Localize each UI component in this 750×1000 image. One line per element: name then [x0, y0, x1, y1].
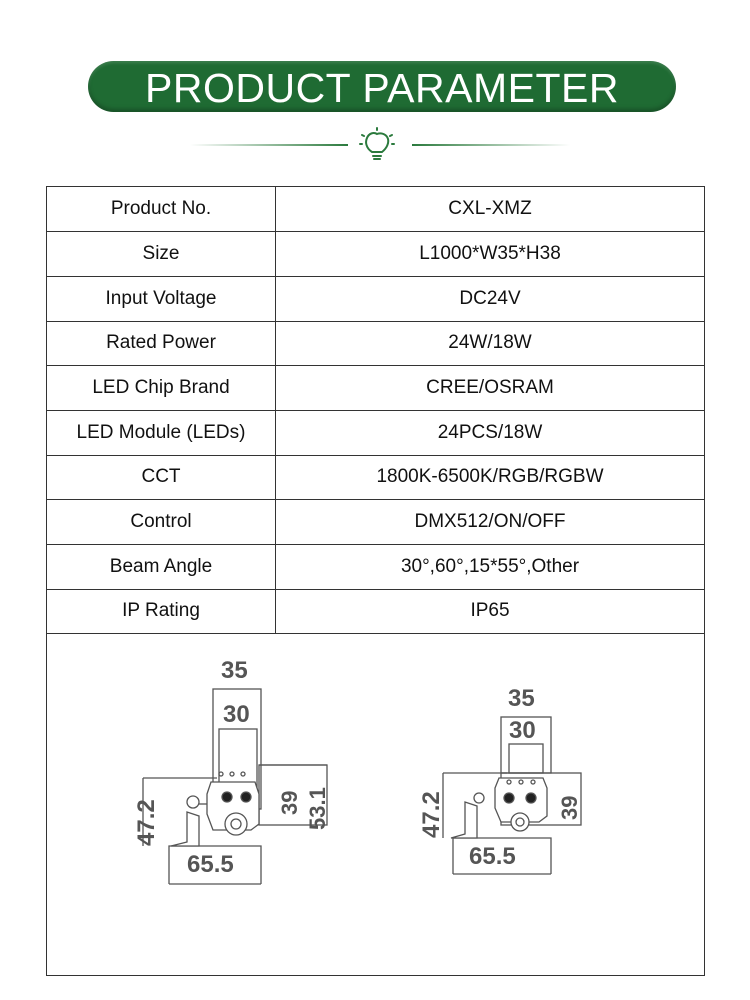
table-row: LED Chip Brand CREE/OSRAM	[47, 366, 704, 411]
param-value: 24PCS/18W	[437, 422, 543, 443]
table-row: IP Rating IP65	[47, 589, 704, 634]
param-label: Input Voltage	[47, 277, 276, 321]
dimension-drawing-area: 35 30 47.2 39 53.1 65.5	[47, 634, 704, 976]
param-value: CXL-XMZ	[448, 198, 532, 219]
param-label: Product No.	[47, 187, 276, 231]
page-title: PRODUCT PARAMETER	[145, 65, 619, 111]
dim-height-body: 39	[277, 791, 302, 815]
dim-base-width: 65.5	[187, 851, 234, 878]
param-value: 1800K-6500K/RGB/RGBW	[376, 466, 604, 487]
param-label: Control	[47, 500, 276, 544]
param-label: CCT	[47, 455, 276, 499]
table-row: Size L1000*W35*H38	[47, 232, 704, 277]
dim-height-bracket: 53.1	[305, 787, 330, 830]
lightbulb-icon	[359, 127, 395, 160]
param-value: DMX512/ON/OFF	[414, 511, 566, 532]
dim-height-total: 47.2	[133, 799, 160, 846]
param-value: L1000*W35*H38	[419, 243, 561, 264]
dimension-labels-right: 35 30 47.2 39 65.5	[418, 685, 582, 870]
table-row: CCT 1800K-6500K/RGB/RGBW	[47, 455, 704, 500]
dimension-drawing-right	[442, 716, 582, 875]
param-value: 24W/18W	[448, 332, 532, 353]
table-row: Beam Angle 30°,60°,15*55°,Other	[47, 545, 704, 590]
table-row: LED Module (LEDs) 24PCS/18W	[47, 411, 704, 456]
dim-height-body: 39	[557, 796, 582, 820]
param-label: LED Chip Brand	[47, 366, 276, 410]
dim-width-outer: 35	[508, 685, 535, 712]
param-label: Rated Power	[47, 321, 276, 365]
dim-base-width: 65.5	[469, 843, 516, 870]
table-row: Control DMX512/ON/OFF	[47, 500, 704, 545]
dim-width-inner: 30	[223, 701, 250, 728]
dim-height-total: 47.2	[418, 791, 445, 838]
param-value: IP65	[470, 600, 510, 621]
table-row: Input Voltage DC24V	[47, 277, 704, 322]
title-divider	[190, 127, 570, 160]
dim-width-outer: 35	[221, 657, 248, 684]
table-row: Product No. CXL-XMZ	[47, 187, 704, 232]
dimension-drawing-left	[142, 688, 328, 885]
parameter-table: Product No. CXL-XMZ Size L1000*W35*H38 I…	[46, 186, 705, 976]
param-label: LED Module (LEDs)	[47, 411, 276, 455]
param-label: Size	[47, 232, 276, 276]
param-value: CREE/OSRAM	[426, 377, 554, 398]
param-value: DC24V	[459, 288, 521, 309]
param-label: Beam Angle	[47, 545, 276, 589]
dim-width-inner: 30	[509, 717, 536, 744]
param-label: IP Rating	[47, 589, 276, 633]
title-banner: PRODUCT PARAMETER	[88, 61, 676, 112]
dimension-labels-left: 35 30 47.2 39 53.1 65.5	[133, 657, 330, 878]
param-value: 30°,60°,15*55°,Other	[400, 556, 580, 577]
table-row: Rated Power 24W/18W	[47, 321, 704, 366]
